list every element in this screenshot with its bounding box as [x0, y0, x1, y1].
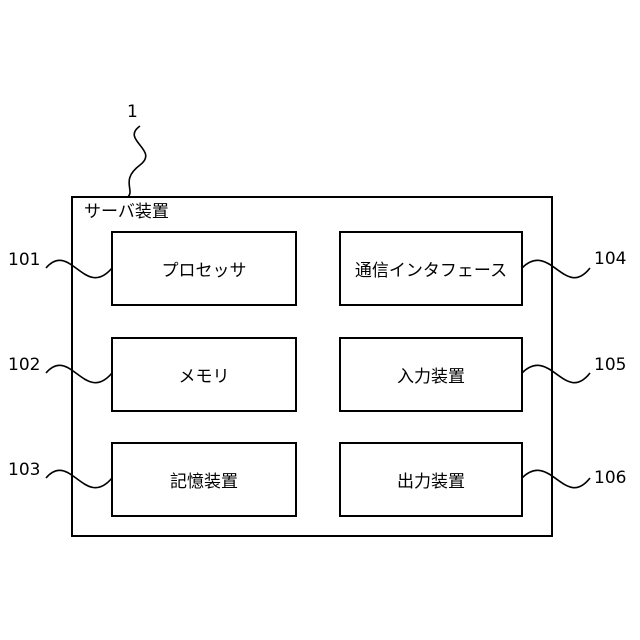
ref-number-103: 103 [8, 460, 40, 480]
component-box-input-device: 入力装置 [339, 337, 523, 412]
ref-number-102: 102 [8, 355, 40, 375]
component-box-output-device: 出力装置 [339, 442, 523, 517]
component-box-processor: プロセッサ [111, 231, 297, 306]
ref-number-104: 104 [594, 249, 626, 269]
server-device-title: サーバ装置 [84, 202, 169, 222]
component-box-communication-interface: 通信インタフェース [339, 231, 523, 306]
ref-number-101: 101 [8, 250, 40, 270]
component-box-memory: メモリ [111, 337, 297, 412]
ref-number-105: 105 [594, 355, 626, 375]
component-box-storage: 記憶装置 [111, 442, 297, 517]
ref-number-1: 1 [127, 102, 138, 122]
leader-line-1 [128, 126, 146, 197]
ref-number-106: 106 [594, 468, 626, 488]
